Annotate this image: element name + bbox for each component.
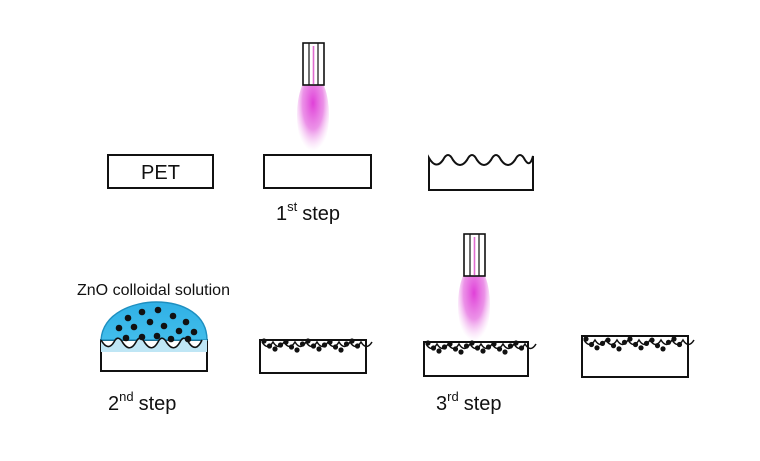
zno-particle (485, 344, 492, 350)
zno-particle (474, 345, 481, 351)
zno-particle (676, 341, 683, 348)
zno-particle (632, 341, 639, 348)
substrate-step3 (423, 340, 537, 377)
zno-particle (153, 332, 161, 340)
zno-particle (441, 344, 448, 350)
zno-particle (660, 346, 666, 352)
zno-particle (513, 340, 519, 346)
zno-particle (458, 349, 464, 355)
zno-particle (294, 347, 300, 353)
zno-particle (138, 333, 146, 341)
final-substrate (581, 335, 695, 378)
zno-particle (167, 335, 175, 343)
zno-particle (277, 342, 284, 348)
zno-particle (638, 345, 644, 351)
zno-particle (616, 346, 622, 352)
plasma-jet-3 (458, 233, 490, 345)
zno-particle (138, 308, 146, 316)
zno-particle (332, 344, 339, 350)
zno-particle (643, 340, 650, 346)
zno-particle (190, 328, 198, 336)
zno-particle (583, 336, 589, 342)
zno-particle (627, 336, 633, 342)
zno-particle (649, 337, 655, 343)
zno-particle (266, 343, 273, 349)
zno-particle (588, 341, 595, 348)
zno-particle (343, 341, 350, 347)
substrate-step1 (263, 154, 372, 189)
zno-particle (425, 340, 431, 346)
zno-label: ZnO colloidal solution (77, 282, 230, 299)
colloid-droplet-group (100, 301, 208, 372)
zno-particle (175, 327, 183, 335)
plasma-glow (297, 75, 329, 155)
zno-particle (327, 339, 333, 345)
zno-particle (354, 343, 361, 349)
zno-particle (447, 341, 453, 347)
zno-particle (283, 339, 289, 345)
etched-substrate (428, 154, 534, 191)
zno-particle (124, 314, 132, 322)
plasma-glow (458, 265, 490, 345)
zno-particle (169, 312, 177, 320)
zno-particle (599, 340, 606, 346)
zno-particle (160, 322, 168, 330)
zno-particle (496, 346, 503, 352)
zno-particle (338, 347, 344, 353)
zno-particle (605, 337, 611, 343)
particle-layer (583, 336, 695, 352)
zno-particle (502, 349, 508, 355)
colloid-particles (115, 306, 198, 343)
zno-particle (122, 334, 130, 342)
pet-substrate: PET (107, 154, 214, 189)
zno-particle (154, 306, 162, 314)
particle-layer (425, 340, 537, 355)
plasma-jet-1 (297, 42, 329, 155)
zno-particle (184, 335, 192, 343)
zno-particle (316, 346, 322, 352)
zno-particle (436, 348, 442, 354)
zno-particle (654, 343, 661, 349)
zno-particle (130, 323, 138, 331)
zno-particle (610, 343, 617, 349)
zno-particle (288, 344, 295, 350)
zno-particle (321, 342, 328, 348)
zno-particle (469, 340, 475, 346)
zno-particle (146, 318, 154, 326)
zno-particle (299, 341, 306, 347)
zno-particle (349, 338, 355, 344)
zno-particle (305, 338, 311, 344)
zno-particle (261, 338, 267, 344)
zno-particle (182, 318, 190, 326)
zno-particle (480, 348, 486, 354)
zno-particle (463, 343, 470, 349)
zno-particle (452, 346, 459, 352)
zno-particle (518, 345, 525, 351)
zno-particle (621, 339, 628, 345)
zno-particle (594, 345, 600, 351)
pet-label: PET (141, 162, 180, 184)
zno-particle (507, 343, 514, 349)
zno-particle (671, 336, 677, 342)
zno-particle (115, 324, 123, 332)
zno-particle (665, 339, 672, 345)
coated-substrate (259, 338, 373, 374)
colloid-droplet (100, 301, 208, 341)
zno-particle (272, 346, 278, 352)
particle-layer (261, 338, 373, 353)
zno-particle (491, 341, 497, 347)
zno-particle (310, 343, 317, 349)
zno-particle (430, 345, 437, 351)
